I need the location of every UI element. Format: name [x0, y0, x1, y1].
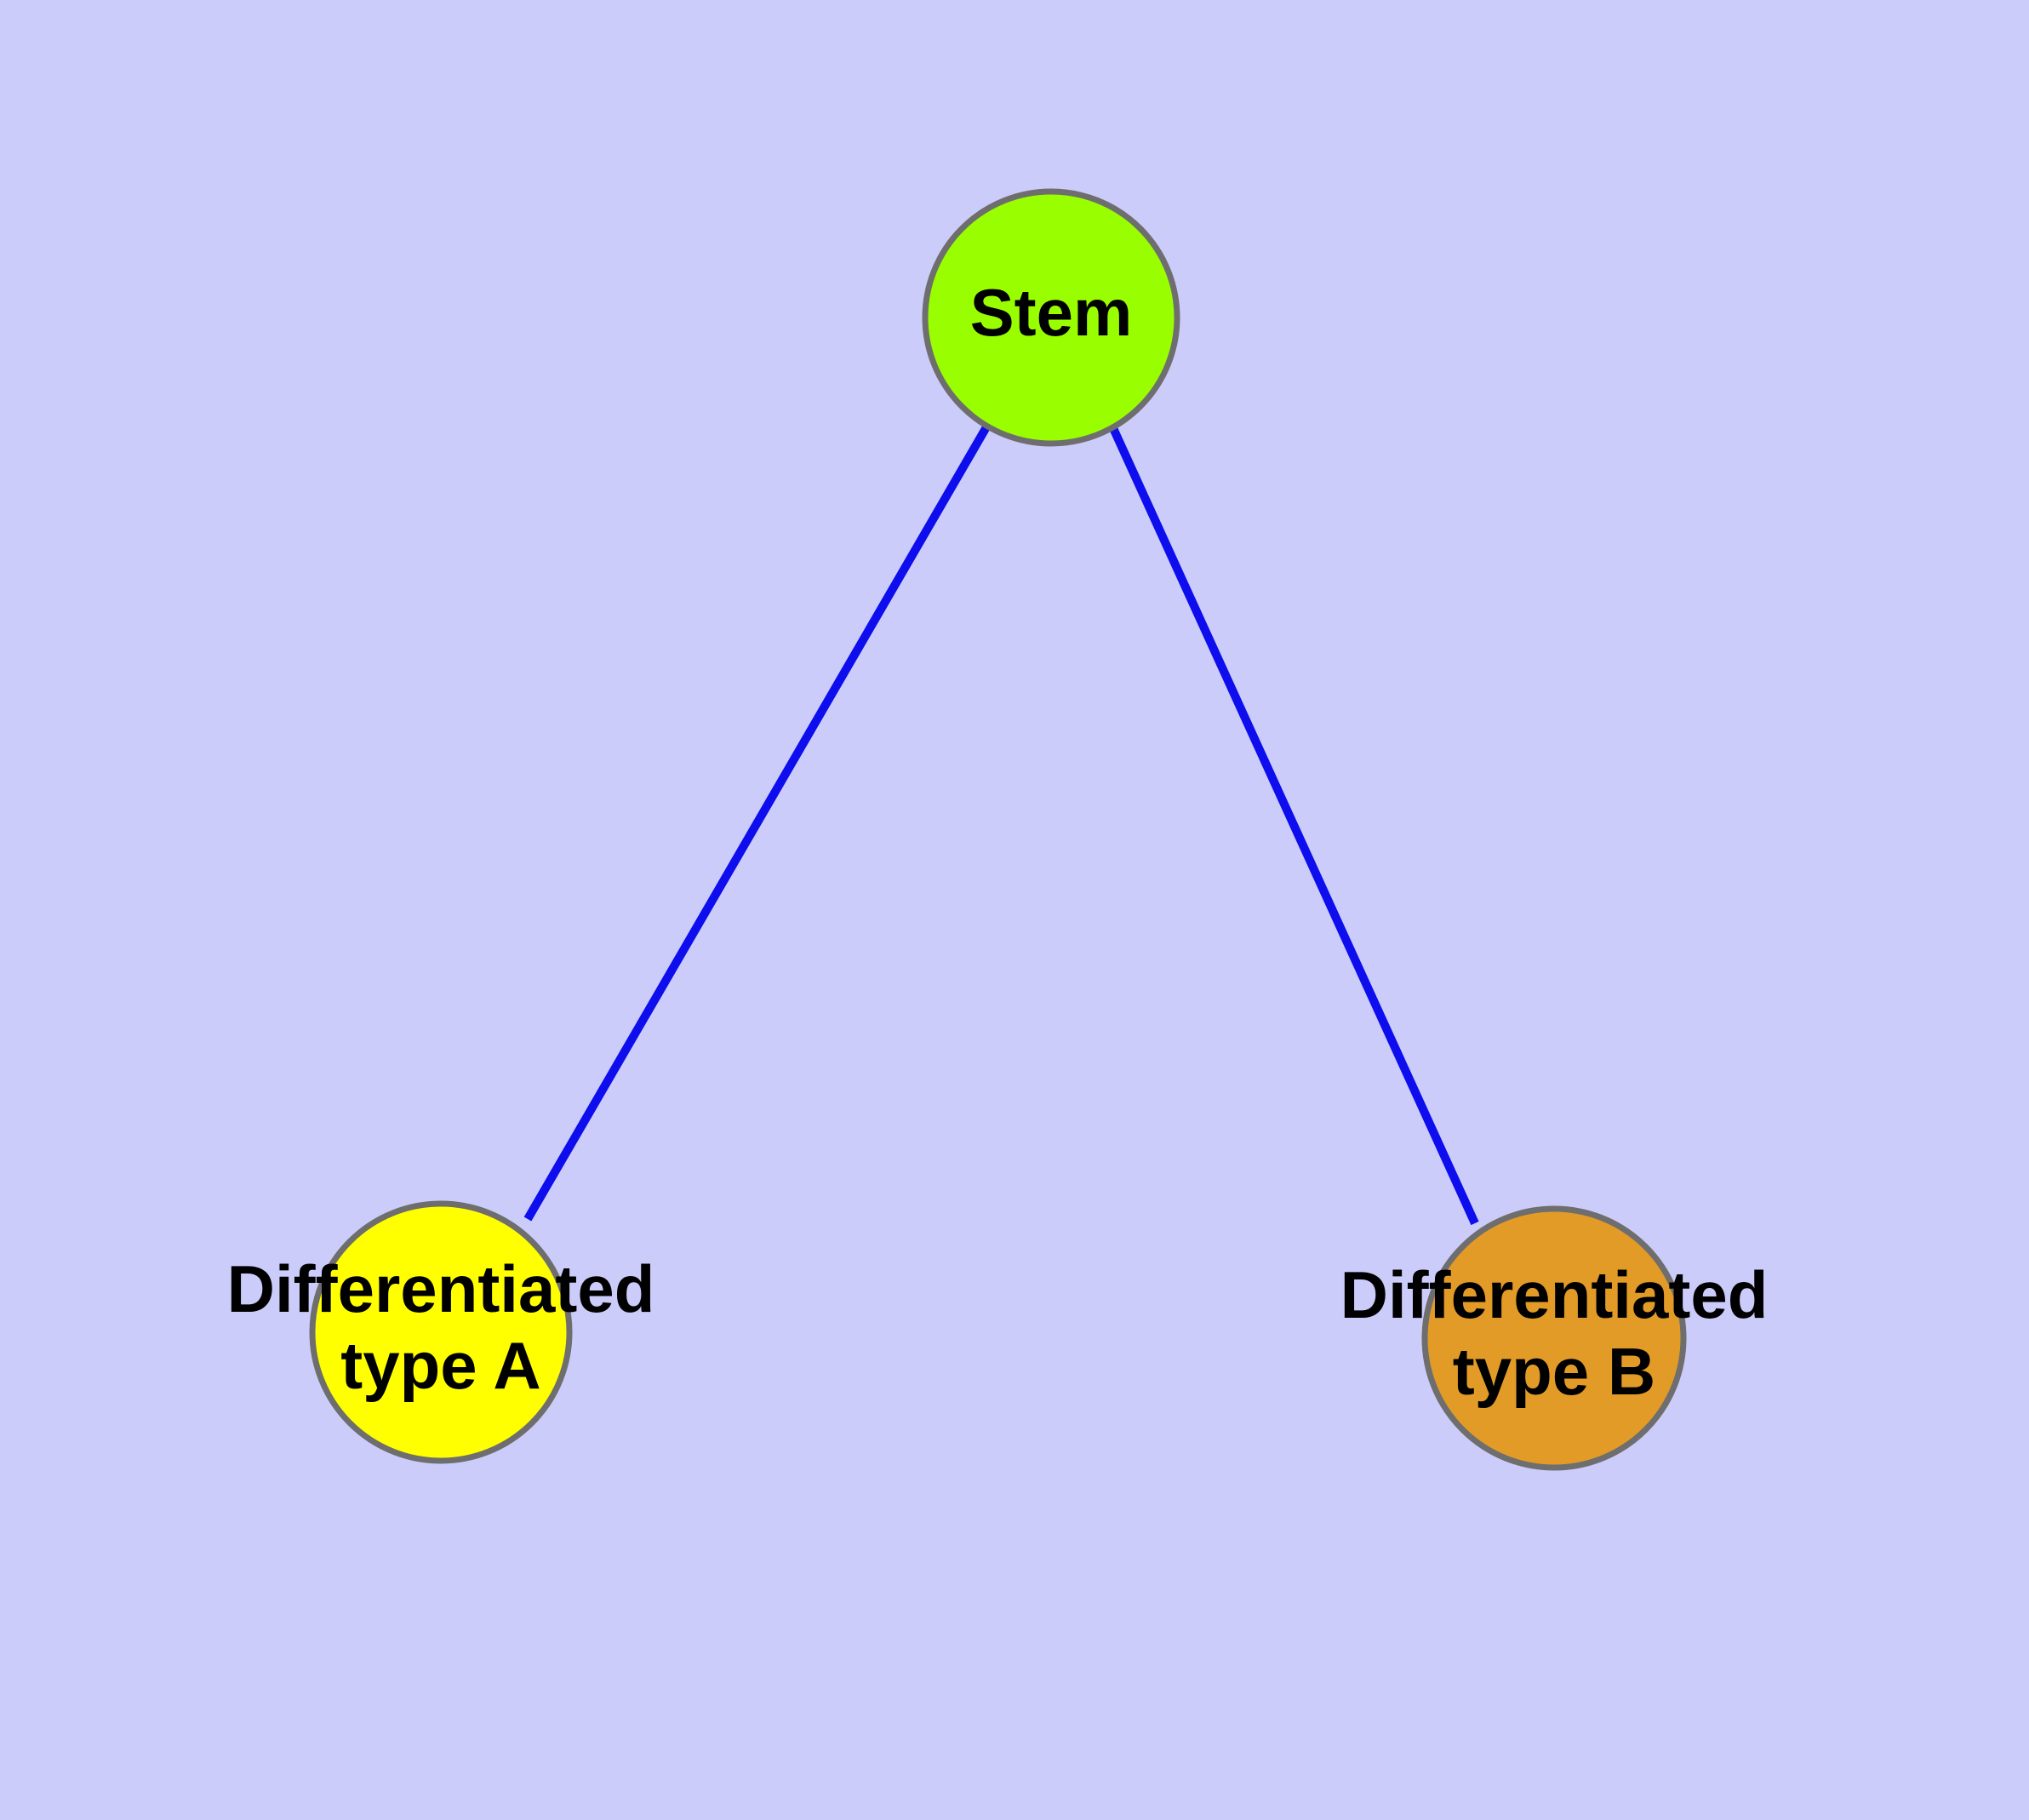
edge-stem-to-differentiated-type-b[interactable] — [1109, 426, 1479, 1226]
node-stem[interactable]: Stem — [922, 188, 1180, 447]
node-stem-circle[interactable] — [922, 188, 1180, 447]
edges-group — [523, 423, 1479, 1226]
edge-stem-to-differentiated-type-a[interactable] — [523, 423, 992, 1222]
node-differentiated-type-a-circle[interactable] — [309, 1200, 573, 1464]
node-differentiated-type-b-circle[interactable] — [1421, 1205, 1687, 1471]
